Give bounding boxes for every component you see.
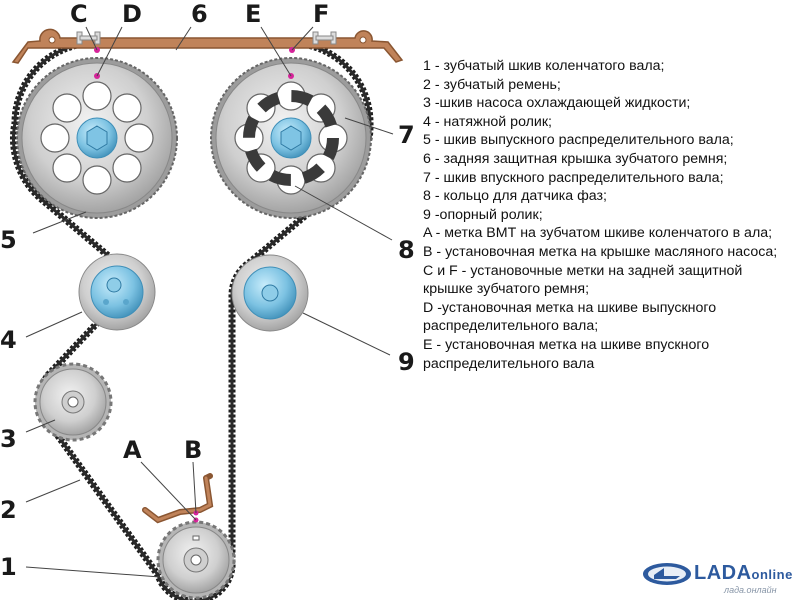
callout-a: A	[123, 436, 142, 464]
legend-item: D -установочная метка на шкиве выпускног…	[423, 299, 717, 335]
callout-3: 3	[0, 425, 17, 453]
callout-1: 1	[0, 553, 17, 581]
water-pump-pulley	[33, 362, 113, 442]
legend-item: 5 - шкив выпускного распределительного в…	[423, 132, 734, 149]
leader-lines	[25, 26, 394, 578]
watermark-logo: LADAonline лада.онлайн	[640, 560, 800, 600]
legend-item: 7 - шкив впускного распределительного ва…	[423, 169, 724, 186]
bracket-right	[312, 31, 337, 45]
timing-belt-diagram: C D 6 E F 7 5 8 4 9 3 A B 2 1	[0, 0, 415, 600]
phase-sensor-ring	[243, 90, 339, 186]
brand-subtitle: лада.онлайн	[724, 585, 777, 595]
rear-belt-cover	[11, 28, 404, 64]
callout-9: 9	[398, 348, 415, 376]
legend-item: 9 -опорный ролик;	[423, 206, 543, 223]
lada-boat-icon	[643, 563, 691, 585]
legend-item: 6 - задняя защитная крышка зубчатого рем…	[423, 150, 728, 167]
legend-item: 2 - зубчатый ремень;	[423, 76, 561, 93]
callout-2: 2	[0, 496, 17, 524]
bracket-left	[76, 31, 101, 45]
callout-b: B	[184, 436, 202, 464]
legend-item: A - метка ВМТ на зубчатом шкиве коленчат…	[423, 225, 773, 242]
callout-8: 8	[398, 236, 415, 264]
crankshaft-pulley	[156, 510, 236, 600]
legend-item: B - установочная метка на крышке масляно…	[423, 243, 778, 260]
brand-name: LADAonline	[694, 562, 793, 584]
callout-5: 5	[0, 226, 17, 254]
callout-c: C	[70, 0, 88, 28]
intake-camshaft-pulley	[210, 57, 372, 219]
legend-item: 1 - зубчатый шкив коленчатого вала;	[423, 58, 665, 74]
callout-6: 6	[191, 0, 208, 28]
legend-item: E - установочная метка на шкиве впускног…	[423, 336, 710, 372]
exhaust-camshaft-pulley	[16, 57, 178, 219]
legend-item: 8 - кольцо для датчика фаз;	[423, 188, 607, 205]
callout-d: D	[122, 0, 142, 28]
callout-e: E	[245, 0, 261, 28]
legend-item: C и F - установочные метки на задней защ…	[423, 262, 743, 298]
idler-roller	[231, 254, 309, 332]
callout-7: 7	[398, 121, 415, 149]
legend-item: 4 - натяжной ролик;	[423, 113, 552, 130]
legend: 1 - зубчатый шкив коленчатого вала; 2 - …	[423, 57, 795, 373]
callout-f: F	[313, 0, 329, 28]
callout-4: 4	[0, 326, 17, 354]
tensioner-roller	[78, 253, 156, 331]
legend-item: 3 -шкив насоса охлаждающей жидкости;	[423, 95, 691, 112]
